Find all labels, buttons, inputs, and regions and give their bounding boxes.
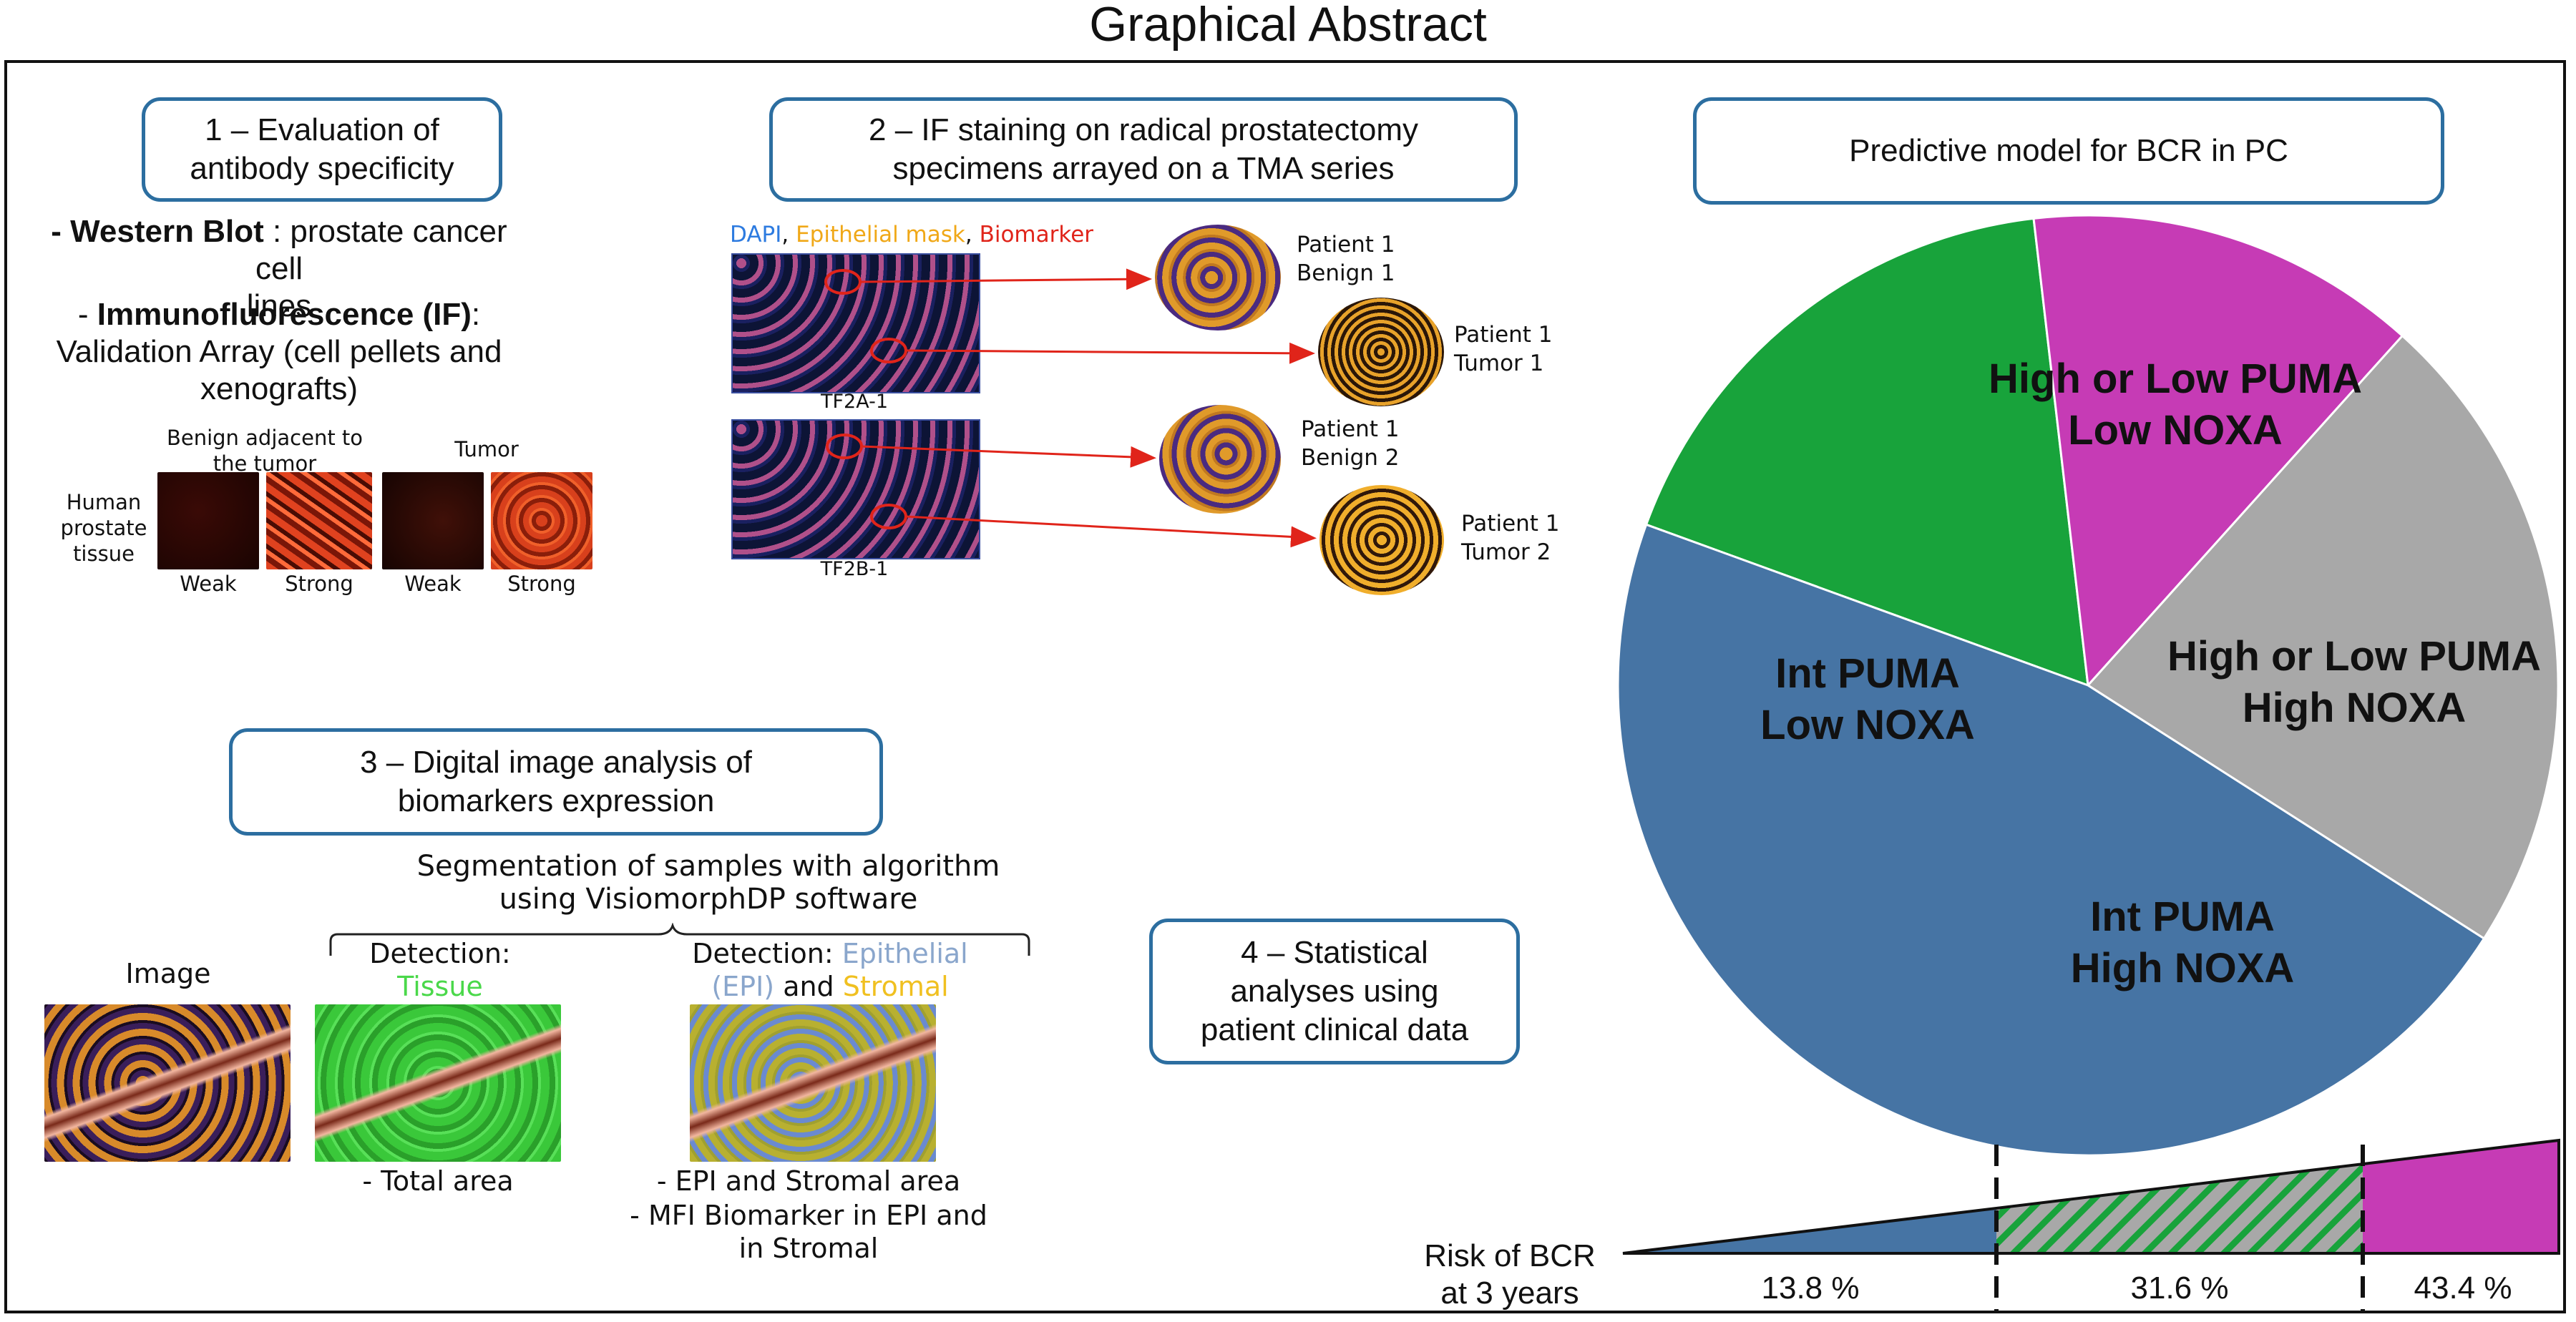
pie-label-int-puma-low-noxa: Int PUMA Low NOXA — [1760, 650, 1975, 748]
risk-value-high: 43.4 % — [2414, 1270, 2512, 1306]
ihc-tile-benign-weak — [157, 472, 259, 569]
if-prefix: - — [77, 297, 97, 332]
segmentation-image-tissue — [315, 1004, 561, 1162]
segmentation-text: Segmentation of samples with algorithm u… — [416, 850, 1000, 916]
caption-strong-1: Strong — [285, 572, 353, 596]
detection-2-epi-abbrev: (EPI) — [711, 971, 775, 1002]
pie-slice-int-puma-high-noxa — [2086, 334, 2560, 941]
pie-slice-high-low-puma-low-noxa — [1644, 217, 2089, 687]
core-image-benign-1 — [1155, 225, 1281, 330]
risk-segment-high — [2363, 1140, 2559, 1253]
tma-slide-a — [731, 253, 980, 393]
western-blot-desc: : prostate cancer cell lines — [246, 214, 507, 323]
pie-slice-high-low-puma-high-noxa — [2032, 214, 2404, 688]
risk-label: Risk of BCR at 3 years — [1424, 1238, 1596, 1311]
detection-2-stromal: Stromal — [842, 971, 949, 1002]
pie-slice-int-puma-low-noxa — [1616, 523, 2486, 1157]
risk-segment-low — [1623, 1140, 1996, 1253]
if-text: - Immunofluorescence (IF): Validation Ar… — [43, 296, 515, 408]
core-image-tumor-2 — [1319, 485, 1444, 595]
stain-legend: DAPI, Epithelial mask, Biomarker — [730, 222, 1159, 248]
if-label: Immunofluorescence (IF) — [97, 297, 472, 332]
content-frame — [4, 60, 2566, 1313]
arrow-benign-1 — [859, 268, 1152, 290]
risk-value-mid: 31.6 % — [2130, 1270, 2229, 1306]
risk-value-low: 13.8 % — [1761, 1270, 1860, 1306]
detection-2-prefix: Detection: — [692, 938, 842, 969]
core-label-benign-2: Patient 1 Benign 2 — [1301, 416, 1400, 471]
panel4-title-box: 4 – Statistical analyses using patient c… — [1149, 919, 1520, 1064]
page-title: Graphical Abstract — [1089, 0, 1487, 52]
column-label-benign: Benign adjacent to the tumor — [166, 426, 364, 476]
panel3-title-box: 3 – Digital image analysis of biomarkers… — [229, 728, 883, 836]
legend-sep-2: , — [965, 222, 980, 248]
tma-slide-b — [731, 419, 980, 559]
legend-sep-1: , — [781, 222, 796, 248]
segmentation-image-epi-stromal — [690, 1004, 936, 1162]
western-blot-text: - Western Blot : prostate cancer cell li… — [43, 213, 515, 325]
total-area-text: - Total area — [362, 1165, 514, 1197]
caption-strong-2: Strong — [507, 572, 576, 596]
core-image-benign-2 — [1159, 405, 1281, 514]
arrow-tumor-2 — [905, 515, 1317, 548]
ihc-tile-tumor-strong — [491, 472, 592, 569]
caption-weak-1: Weak — [180, 572, 237, 596]
legend-epithelial-mask: Epithelial mask — [796, 222, 965, 248]
segmentation-image-original — [44, 1004, 291, 1162]
segmentation-brace — [329, 923, 1030, 956]
pie-label-high-low-puma-high-noxa: High or Low PUMA High NOXA — [2167, 633, 2541, 731]
core-label-tumor-1: Patient 1 Tumor 1 — [1454, 322, 1553, 376]
arrow-benign-2 — [861, 445, 1156, 468]
column-label-tumor: Tumor — [454, 437, 519, 461]
row-label-tissue: Human prostate tissue — [60, 490, 147, 566]
tma-label-b: TF2B-1 — [820, 558, 889, 580]
detection-2-epithelial: Epithelial — [841, 938, 968, 969]
pie-label-high-low-puma-low-noxa: High or Low PUMA Low NOXA — [1989, 356, 2362, 454]
panel2-title-box: 2 – IF staining on radical prostatectomy… — [769, 97, 1518, 202]
ihc-tile-tumor-weak — [382, 472, 484, 569]
legend-dapi: DAPI — [730, 222, 782, 248]
detection-1-tissue: Tissue — [397, 971, 483, 1002]
if-desc: : Validation Array (cell pellets and xen… — [56, 297, 502, 406]
caption-weak-2: Weak — [404, 572, 462, 596]
mfi-biomarker-text: - MFI Biomarker in EPI and in Stromal — [630, 1200, 987, 1264]
detection-1-prefix: Detection: — [369, 938, 511, 969]
legend-biomarker: Biomarker — [979, 222, 1094, 248]
model-title-box: Predictive model for BCR in PC — [1693, 97, 2444, 205]
ihc-tile-benign-strong — [266, 472, 372, 569]
risk-segment-mid — [1996, 1140, 2363, 1253]
western-blot-label: - Western Blot — [51, 214, 264, 249]
core-image-tumor-1 — [1318, 298, 1444, 406]
core-label-benign-1: Patient 1 Benign 1 — [1297, 232, 1395, 286]
panel1-title-box: 1 – Evaluation of antibody specificity — [142, 97, 502, 202]
epi-stromal-area-text: - EPI and Stromal area — [656, 1165, 961, 1197]
tma-label-a: TF2A-1 — [821, 391, 888, 413]
pie-label-int-puma-high-noxa: Int PUMA High NOXA — [2070, 893, 2295, 991]
core-label-tumor-2: Patient 1 Tumor 2 — [1461, 511, 1560, 565]
risk-wedge-outline — [1622, 1138, 2560, 1255]
detection-tissue-text: Detection:Tissue — [315, 937, 565, 1003]
image-label: Image — [125, 958, 211, 989]
arrow-tumor-1 — [905, 342, 1315, 364]
detection-epi-stromal-text: Detection: Epithelial (EPI) and Stromal — [630, 937, 1030, 1003]
detection-2-and: and — [774, 971, 843, 1002]
